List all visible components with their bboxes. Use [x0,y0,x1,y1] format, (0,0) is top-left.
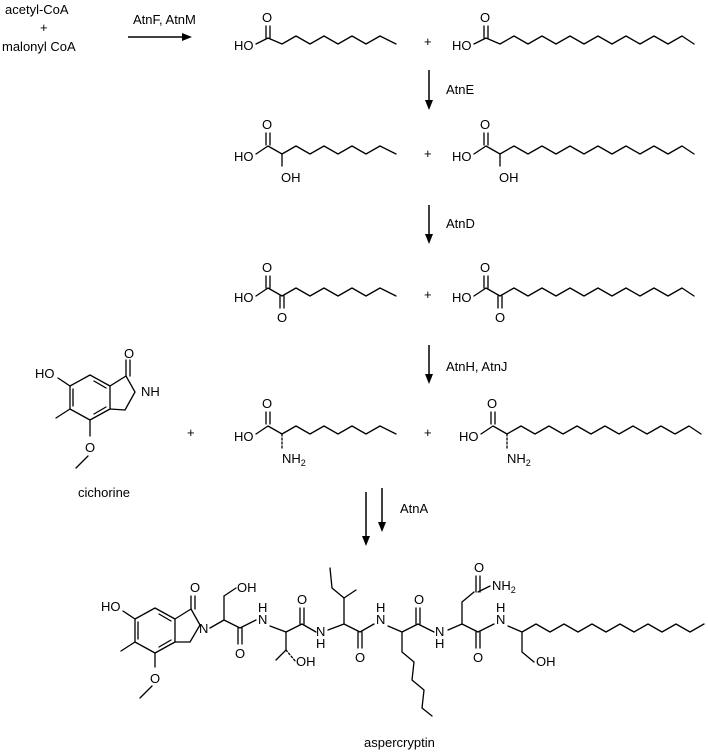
atom-label-oh: OH [296,654,316,669]
atom-label-ho: HO [234,290,254,305]
myristic-acid: HO O [452,10,695,53]
atom-label-ho: HO [452,38,472,53]
atom-label-ho: HO [234,149,254,164]
plus-sign: + [424,34,432,49]
atom-label-oh: OH [536,654,556,669]
enzyme-label-5: AtnA [400,501,429,516]
aspercryptin-structure: O N HO O OH O N H OH O N H O N H [101,560,705,717]
atom-label-o: O [190,580,200,595]
atom-label-oh: OH [237,580,257,595]
atom-label-ho: HO [101,599,121,614]
step-arrow-4: AtnH, AtnJ [425,345,507,384]
atom-label-o: O [495,310,505,325]
atom-label-oh: OH [499,170,519,185]
atom-label-n: N [258,612,267,627]
atom-label-ho: HO [452,149,472,164]
atom-label-o: O [473,650,483,665]
atom-label-o: O [85,440,95,455]
keto-octanoic-acid: HO O O [234,260,397,325]
atom-label-ho: HO [459,429,479,444]
atom-label-h: H [258,600,267,615]
enzyme-label-3: AtnD [446,216,475,231]
enzyme-label-1: AtnF, AtnM [133,12,196,27]
atom-label-o: O [480,260,490,275]
plus-sign: + [187,425,195,440]
starting-materials: acetyl-CoA + malonyl CoA [2,2,76,54]
atom-label-o: O [480,117,490,132]
atom-label-ho: HO [35,366,55,381]
enzyme-label-2: AtnE [446,82,475,97]
atom-label-n: N [316,624,325,639]
cichorine-label: cichorine [78,485,130,500]
step-arrow-5: AtnA [362,488,429,546]
enzyme-label-4: AtnH, AtnJ [446,359,507,374]
atom-label-h: H [496,600,505,615]
atom-label-h: H [376,600,385,615]
plus-sign: + [424,425,432,440]
octanoic-acid: HO O [234,10,397,53]
step-arrow-3: AtnD [425,205,475,244]
atom-label-nh2: NH2 [282,451,306,468]
aminomyristic-acid: HO O NH2 [459,396,702,468]
atom-label-n: N [435,624,444,639]
atom-label-o: O [235,646,245,661]
atom-label-o: O [262,260,272,275]
atom-label-o: O [480,10,490,25]
malonyl-coa-label: malonyl CoA [2,39,76,54]
keto-myristic-acid: HO O O [452,260,695,325]
atom-label-o: O [414,592,424,607]
step-arrow-1: AtnF, AtnM [128,12,196,41]
atom-label-ho: HO [452,290,472,305]
atom-label-ho: HO [234,38,254,53]
atom-label-o: O [355,650,365,665]
atom-label-o: O [262,10,272,25]
cichorine-structure: O NH HO O [35,346,160,469]
atom-label-o: O [124,346,134,361]
atom-label-o: O [474,560,484,575]
atom-label-h: H [316,636,325,651]
atom-label-n: N [496,612,505,627]
atom-label-h: H [435,636,444,651]
atom-label-n: N [376,612,385,627]
plus-sign: + [40,20,48,35]
atom-label-nh2: NH2 [492,578,516,595]
step-arrow-2: AtnE [425,70,475,110]
plus-sign: + [424,287,432,302]
aminooctanoic-acid: HO O NH2 [234,396,397,468]
atom-label-oh: OH [281,170,301,185]
atom-label-o: O [150,671,160,686]
hydroxy-octanoic-acid: HO O OH [234,117,397,185]
atom-label-o: O [297,592,307,607]
atom-label-o: O [262,396,272,411]
atom-label-nh2: NH2 [507,451,531,468]
atom-label-o: O [262,117,272,132]
atom-label-nh: NH [141,384,160,399]
atom-label-o: O [487,396,497,411]
atom-label-ho: HO [234,429,254,444]
atom-label-o: O [277,310,287,325]
aspercryptin-label: aspercryptin [364,735,435,750]
plus-sign: + [424,146,432,161]
hydroxy-myristic-acid: HO O OH [452,117,695,185]
atom-label-n: N [199,621,208,636]
acetyl-coa-label: acetyl-CoA [5,2,69,17]
